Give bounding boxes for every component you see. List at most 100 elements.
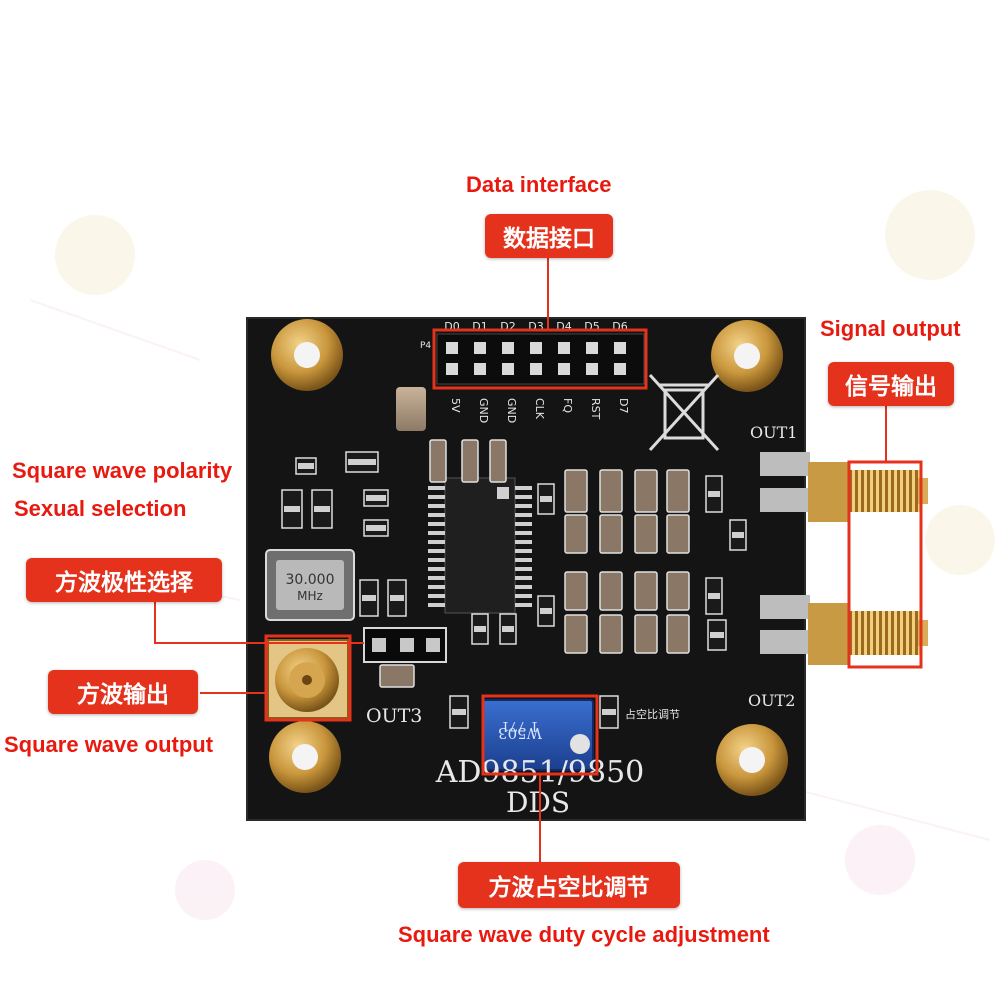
ic-pin [428,576,445,580]
pin-label: D7 [617,398,630,413]
header-pin [530,342,542,354]
ic-pin [428,495,445,499]
svg-text:W503: W503 [498,724,542,742]
smd-capacitor [666,614,690,654]
smd-resistor-pad [348,459,376,465]
data-interface-cn-label: 数据接口 [485,214,613,258]
ic-pin [515,549,532,553]
polarity-label-line2: Sexual selection [14,496,187,521]
callout-lines [154,258,923,862]
ic-pin [428,603,445,607]
smd-capacitor [599,571,623,611]
smd-resistor-pad [390,595,404,601]
header-pin [614,363,626,375]
board-subtitle: DDS [506,786,570,819]
header-pin [446,363,458,375]
ic-pin [428,513,445,517]
out1-label: OUT1 [750,423,797,442]
header-pin [586,342,598,354]
smd-capacitor [599,514,623,554]
duty-cycle-label: Square wave duty cycle adjustment [398,922,770,947]
smd-capacitor [379,664,415,688]
square-output-cn-label: 方波输出 [48,670,198,714]
smd-capacitor [599,614,623,654]
header-pin [558,342,570,354]
ic-pin [428,531,445,535]
smd-resistor-pad [314,506,330,512]
ic-pin [428,540,445,544]
square-output-label: Square wave output [4,732,214,757]
polarity-label-line1: Square wave polarity [12,458,233,483]
ic-pin [428,567,445,571]
header-pin [474,342,486,354]
smd-resistor-pad [362,595,376,601]
smd-capacitor [564,614,588,654]
header-pin [502,342,514,354]
smd-resistor-pad [284,506,300,512]
background-decoration [29,190,995,920]
ic-pin [515,495,532,499]
smd-resistor-pad [474,626,486,632]
ic-pin [515,558,532,562]
smd-resistor-pad [708,593,720,599]
smd-capacitor [489,439,507,483]
smd-capacitor [429,439,447,483]
ic-pin [515,504,532,508]
duty-cycle-cn-label: 方波占空比调节 [458,862,680,908]
smd-resistor-pad [710,632,724,638]
ic-pin [428,504,445,508]
signal-output-cn-label: 信号输出 [828,362,954,406]
svg-text:1 771: 1 771 [501,718,538,733]
smd-capacitor [461,439,479,483]
capacitor-c21 [396,387,426,431]
pin-label: CLK [533,398,546,420]
smd-capacitor [666,514,690,554]
pin-label: RST [589,398,602,420]
smd-capacitor [634,469,658,513]
smd-resistor-pad [366,525,386,531]
smd-resistor-pad [540,496,552,502]
smd-resistor-pad [732,532,744,538]
svg-text:MHz: MHz [297,589,323,603]
pin-label: FQ [561,398,574,413]
polarity-cn-label: 方波极性选择 [26,558,222,602]
ic-pin [515,486,532,490]
jumper-w1 [363,627,447,663]
pot-silk-label: 占空比调节 [625,707,680,721]
header-pin [530,363,542,375]
smd-resistor-pad [502,626,514,632]
svg-text:P4: P4 [420,341,431,351]
header-pin [586,363,598,375]
sma-connector-out2 [760,595,928,665]
header-pin [558,363,570,375]
trimmer-potentiometer: W503 1 771 [482,699,594,771]
out2-label: OUT2 [748,691,795,710]
ic-pin [515,585,532,589]
smd-capacitor [634,514,658,554]
ic-pin [515,603,532,607]
smd-capacitor [564,469,588,513]
smd-capacitor [564,571,588,611]
smd-resistor-pad [298,463,314,469]
header-pin [446,342,458,354]
ic-pin [428,486,445,490]
smd-capacitor [666,571,690,611]
sma-connector-p3 [267,639,349,719]
data-interface-label: Data interface [466,172,612,197]
smd-capacitor [564,514,588,554]
ic-pin [515,567,532,571]
sma-connector-out1 [760,452,928,522]
ic-pin [515,594,532,598]
ic-pin [515,513,532,517]
header-pin [502,363,514,375]
smd-resistor-pad [452,709,466,715]
smd-capacitor [634,571,658,611]
pin-label: 5V [449,398,462,413]
ic-pin [428,585,445,589]
ic-pin [515,576,532,580]
pin-label: GND [477,398,490,423]
mounting-holes [269,319,788,796]
smd-capacitor [666,469,690,513]
ic-pin [428,594,445,598]
